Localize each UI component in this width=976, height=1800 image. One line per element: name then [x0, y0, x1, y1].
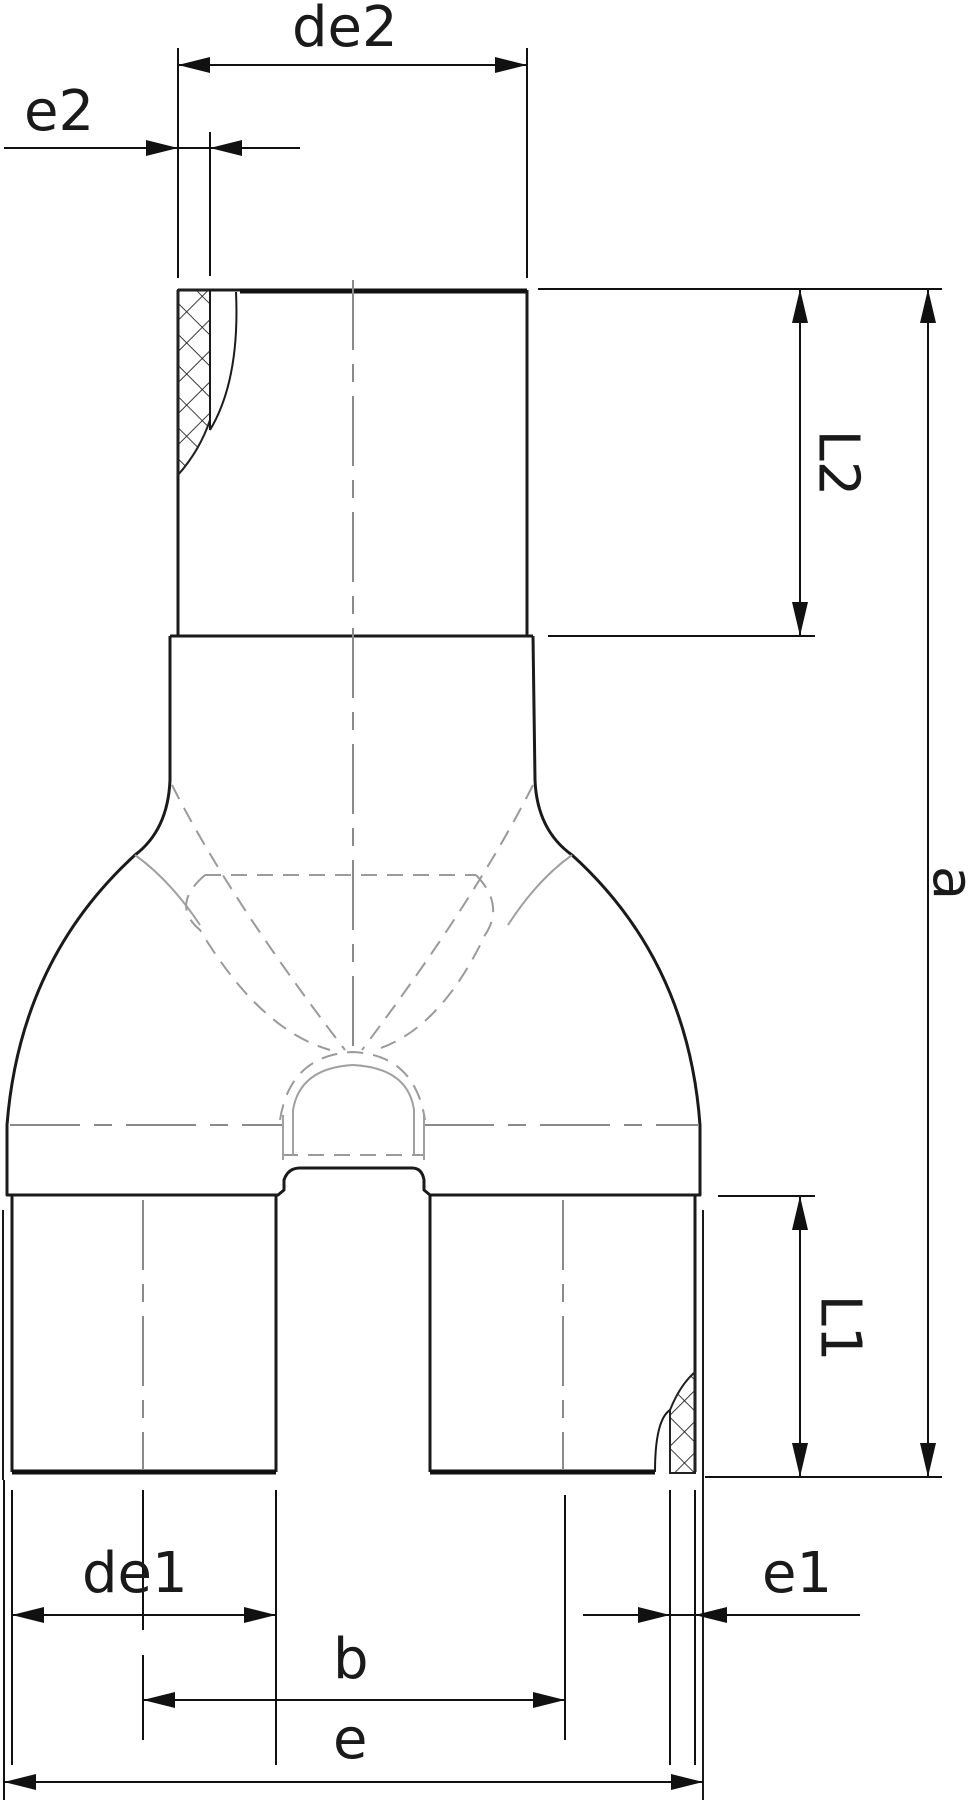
label-de1: de1	[82, 1541, 188, 1606]
dim-de1	[11, 1490, 277, 1765]
dim-e	[3, 1480, 703, 1800]
label-e: e	[333, 1707, 368, 1772]
label-e1: e1	[762, 1541, 833, 1606]
wall-hatch-top	[177, 289, 211, 478]
label-e2: e2	[24, 79, 95, 144]
right-leg	[428, 1195, 704, 1800]
dim-de2	[177, 48, 528, 278]
dim-L1	[792, 1196, 808, 1477]
body-outline	[5, 635, 702, 1197]
top-pipe	[176, 288, 529, 636]
label-L1: L1	[807, 1294, 873, 1362]
left-leg	[2, 1195, 278, 1480]
label-de2: de2	[292, 0, 398, 60]
dim-e1	[583, 1490, 860, 1765]
hidden-lines	[10, 784, 698, 1160]
dim-L2	[792, 289, 808, 636]
label-b: b	[333, 1627, 369, 1692]
wall-hatch-bottom	[669, 1369, 696, 1474]
dim-b	[142, 1495, 566, 1740]
dim-e2	[4, 132, 300, 276]
label-a: a	[920, 866, 976, 900]
label-L2: L2	[805, 429, 871, 497]
dim-a	[920, 289, 936, 1477]
